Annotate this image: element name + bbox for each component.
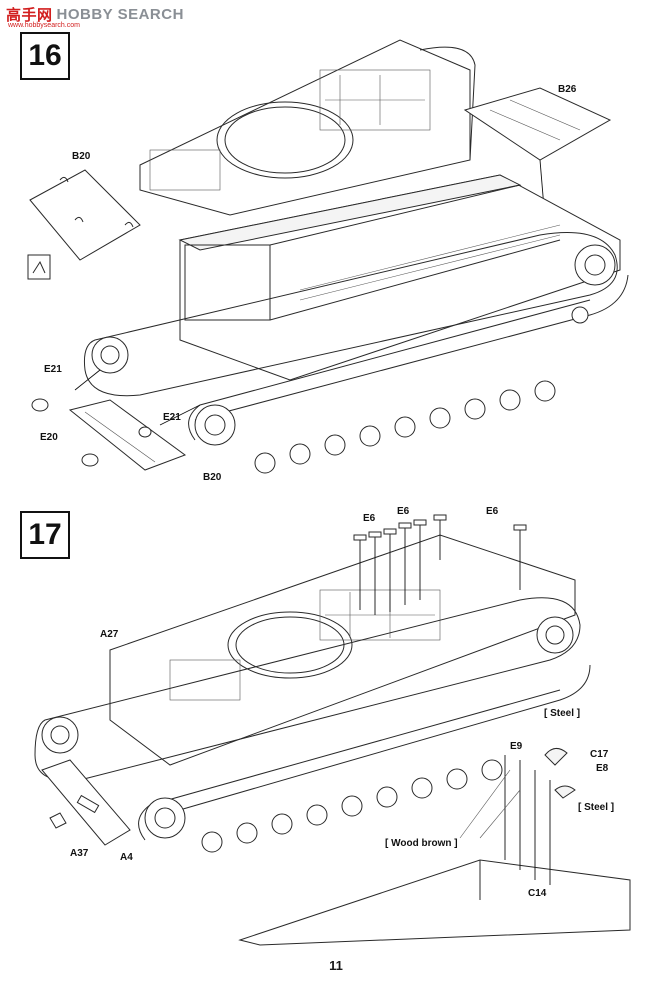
hull-step16	[178, 174, 621, 381]
label-e6-b: E6	[397, 506, 410, 517]
label-a4: A4	[120, 852, 133, 863]
upper-deck-plate	[139, 39, 471, 216]
part-b26	[463, 87, 612, 221]
label-e9: E9	[510, 741, 523, 752]
label-e21-right: E21	[163, 412, 181, 423]
paint-steel-1: [ Steel ]	[544, 708, 581, 719]
tracks-step17	[34, 597, 591, 841]
road-wheels-step17	[201, 759, 503, 853]
paint-steel-2: [ Steel ]	[578, 802, 615, 813]
part-b20-bottom	[31, 369, 201, 471]
e6-brackets	[353, 514, 527, 615]
label-a27: A27	[100, 629, 119, 640]
hull-step17	[109, 534, 576, 766]
label-e6-c: E6	[486, 506, 499, 517]
step-number-16: 16	[20, 32, 70, 80]
label-e20: E20	[40, 432, 58, 443]
road-wheels-step16	[254, 306, 589, 474]
rear-inset	[238, 748, 631, 946]
label-e8: E8	[596, 763, 609, 774]
paint-wood-brown: [ Wood brown ]	[385, 838, 458, 849]
watermark-logo: 高手网	[6, 7, 53, 24]
label-b20-top: B20	[72, 151, 91, 162]
part-b20-top	[27, 169, 141, 280]
watermark: 高手网 HOBBY SEARCH	[6, 4, 184, 25]
label-a37: A37	[70, 848, 89, 859]
label-b20-bottom: B20	[203, 472, 222, 483]
step-number-17: 17	[20, 511, 70, 559]
watermark-text: HOBBY SEARCH	[56, 6, 184, 23]
label-e6-a: E6	[363, 513, 376, 524]
label-b26: B26	[558, 84, 577, 95]
page-number: 11	[329, 958, 343, 973]
label-c14: C14	[528, 888, 547, 899]
label-e21-left: E21	[44, 364, 62, 375]
watermark-url: www.hobbysearch.com	[8, 22, 80, 29]
part-a4	[41, 759, 131, 846]
label-c17: C17	[590, 749, 609, 760]
